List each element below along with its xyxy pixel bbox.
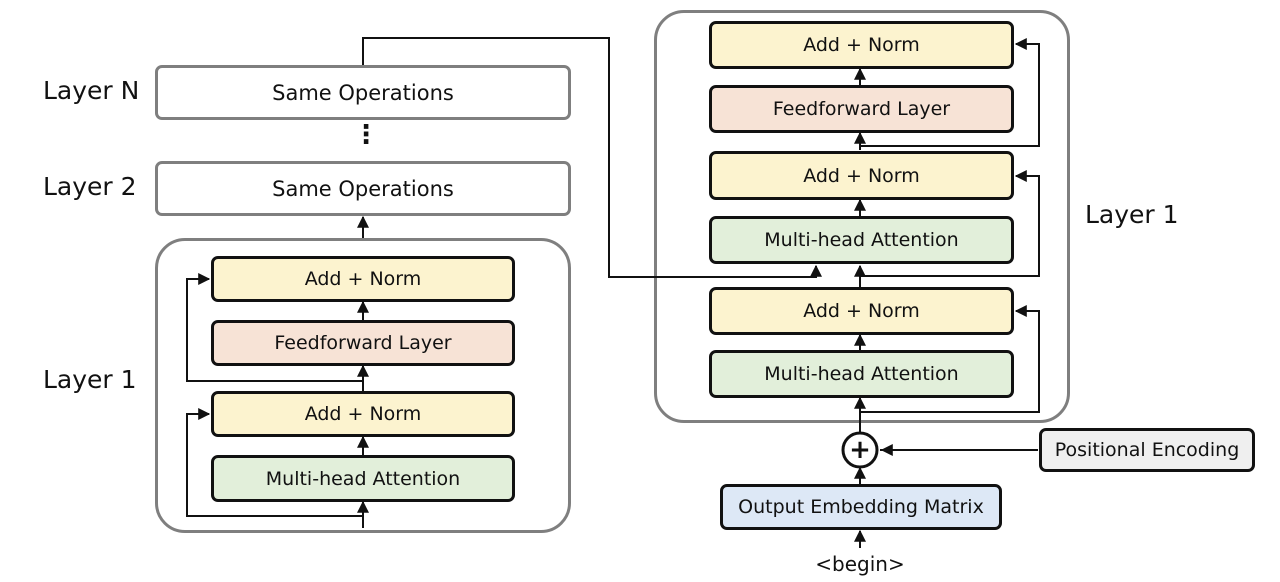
encoder-add-norm-top: Add + Norm <box>211 256 515 302</box>
encoder-layer-2-box: Same Operations <box>155 161 571 216</box>
encoder-layer-n-box: Same Operations <box>155 65 571 120</box>
encoder-layer-1-label: Layer 1 <box>43 365 137 394</box>
decoder-self-attention: Multi-head Attention <box>709 350 1014 398</box>
add-positional-circle <box>841 431 879 469</box>
output-embedding-box: Output Embedding Matrix <box>720 484 1002 530</box>
plus-symbol: + <box>849 435 871 465</box>
encoder-feedforward: Feedforward Layer <box>211 320 515 366</box>
ellipsis: ⋮ <box>353 120 379 150</box>
decoder-add-norm-top: Add + Norm <box>709 21 1014 69</box>
decoder-cross-attention: Multi-head Attention <box>709 216 1014 264</box>
positional-encoding-box: Positional Encoding <box>1039 428 1255 472</box>
encoder-multihead-attention: Multi-head Attention <box>211 455 515 502</box>
decoder-add-norm-bottom: Add + Norm <box>709 287 1014 335</box>
encoder-layer-n-label: Layer N <box>43 76 140 105</box>
begin-token: <begin> <box>815 552 905 576</box>
decoder-layer-1-label: Layer 1 <box>1085 200 1179 229</box>
decoder-add-norm-mid: Add + Norm <box>709 151 1014 200</box>
decoder-feedforward: Feedforward Layer <box>709 85 1014 133</box>
encoder-add-norm-bottom: Add + Norm <box>211 391 515 437</box>
encoder-layer-2-label: Layer 2 <box>43 172 137 201</box>
